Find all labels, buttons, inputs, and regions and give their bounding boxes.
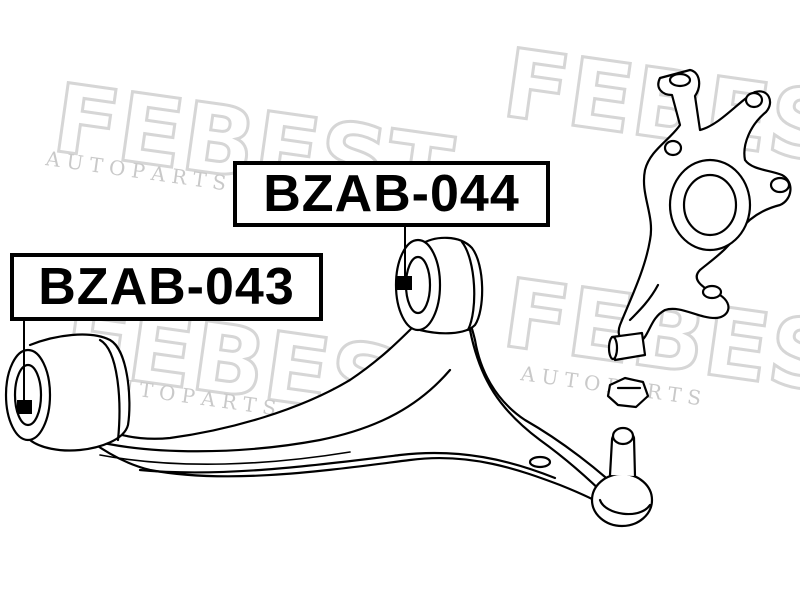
ball-joint <box>590 426 654 528</box>
part-label-bzab-044: BZAB-044 <box>233 161 550 227</box>
steering-knuckle <box>617 68 792 345</box>
bushing-bzab-044 <box>394 236 484 335</box>
castle-nut <box>606 376 650 409</box>
small-bushing <box>607 331 647 362</box>
lower-control-arm <box>43 298 632 514</box>
leader-043 <box>17 320 32 414</box>
leader-044 <box>397 226 412 290</box>
bushing-bzab-043 <box>4 333 131 452</box>
part-label-bzab-043: BZAB-043 <box>10 253 323 321</box>
